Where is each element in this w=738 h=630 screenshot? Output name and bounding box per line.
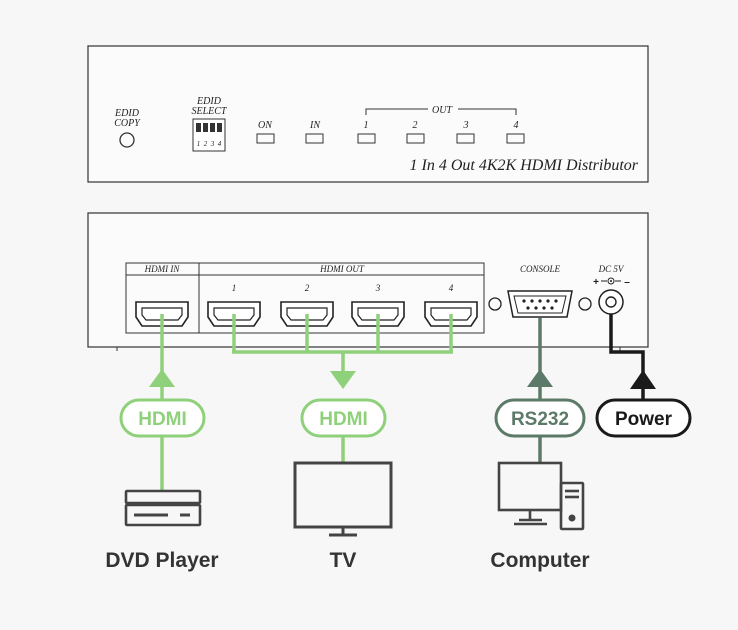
hdmi-out-label: HDMI OUT bbox=[319, 264, 365, 274]
led-out-2 bbox=[406, 133, 425, 144]
edid-copy-label-1: EDID bbox=[114, 108, 140, 119]
dc-polarity-symbol bbox=[601, 277, 621, 285]
back-out-number-4: 4 bbox=[449, 283, 454, 293]
product-name: 1 In 4 Out 4K2K HDMI Distributor bbox=[410, 157, 639, 174]
front-panel: EDID COPY EDID SELECT 1 2 3 4 ON IN OUT … bbox=[87, 45, 649, 183]
hdmi-out-pill: HDMI bbox=[300, 398, 387, 438]
dip-switch bbox=[192, 118, 226, 152]
dc-label: DC 5V bbox=[598, 264, 625, 274]
dip-number-1: 1 bbox=[197, 140, 201, 148]
hdmi-out-frame bbox=[198, 262, 485, 334]
hdmi-in-pill: HDMI bbox=[119, 398, 206, 438]
front-out-number-4: 4 bbox=[514, 120, 519, 131]
led-in-label: IN bbox=[309, 120, 321, 131]
dip-number-4: 4 bbox=[218, 140, 222, 148]
hdmi-out-cables bbox=[232, 314, 453, 462]
led-on-label: ON bbox=[258, 120, 273, 131]
computer-label: Computer bbox=[490, 549, 589, 572]
hdmi-out-arrow bbox=[330, 371, 356, 389]
tv-icon bbox=[293, 461, 393, 537]
dip-number-3: 3 bbox=[210, 140, 215, 148]
power-pill-label: Power bbox=[615, 409, 673, 430]
console-label: CONSOLE bbox=[520, 264, 561, 274]
back-panel: HDMI IN HDMI OUT 1 2 3 4 bbox=[87, 212, 649, 351]
led-in bbox=[305, 133, 324, 144]
back-out-number-3: 3 bbox=[375, 283, 381, 293]
led-on bbox=[256, 133, 275, 144]
front-out-number-2: 2 bbox=[413, 120, 418, 131]
edid-select-label-2: SELECT bbox=[191, 106, 227, 117]
front-out-number-1: 1 bbox=[364, 120, 369, 131]
led-out-3 bbox=[456, 133, 475, 144]
led-out-1 bbox=[357, 133, 376, 144]
rs232-arrow bbox=[527, 369, 553, 387]
tv-label: TV bbox=[330, 549, 357, 572]
power-arrow bbox=[630, 370, 656, 389]
db9-port bbox=[488, 290, 592, 318]
hdmi-in-arrow bbox=[149, 369, 175, 387]
edid-copy-label-2: COPY bbox=[114, 118, 141, 129]
dvd-player-icon bbox=[124, 489, 202, 527]
front-out-number-3: 3 bbox=[463, 120, 469, 131]
dip-number-2: 2 bbox=[204, 140, 208, 148]
dc-power-jack bbox=[598, 289, 624, 315]
led-out-4 bbox=[506, 133, 525, 144]
edid-copy-button bbox=[119, 132, 135, 148]
hdmi-out-pill-label: HDMI bbox=[319, 409, 368, 430]
rs232-pill-label: RS232 bbox=[511, 409, 569, 430]
computer-icon bbox=[497, 461, 585, 531]
rs232-pill: RS232 bbox=[494, 398, 586, 438]
dc-polarity-minus: – bbox=[624, 277, 630, 288]
edid-select-label-1: EDID bbox=[196, 96, 222, 107]
power-pill: Power bbox=[595, 398, 692, 438]
back-out-number-2: 2 bbox=[305, 283, 310, 293]
dvd-player-label: DVD Player bbox=[105, 549, 218, 572]
dc-polarity-plus: + bbox=[593, 277, 599, 288]
hdmi-in-pill-label: HDMI bbox=[138, 409, 187, 430]
back-out-number-1: 1 bbox=[232, 283, 237, 293]
hdmi-in-label: HDMI IN bbox=[144, 264, 181, 274]
out-label: OUT bbox=[432, 105, 453, 116]
